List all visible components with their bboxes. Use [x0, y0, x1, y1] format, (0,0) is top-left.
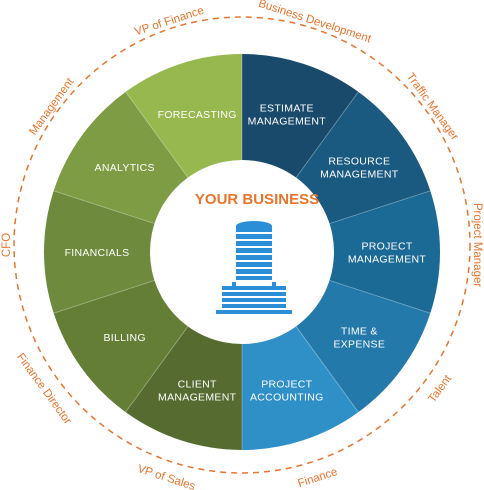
segment-label-line: TIME & — [341, 326, 378, 338]
dividers-layer — [53, 54, 431, 450]
wheel-segment — [43, 190, 242, 314]
segment-label-line: PROJECT — [361, 241, 412, 253]
segment-label: BILLING — [104, 332, 146, 344]
role-label: Traffic Manager — [404, 71, 461, 143]
segment-label: FORECASTING — [158, 109, 237, 121]
segment-label-line: CLIENT — [178, 378, 217, 390]
segment-label-line: MANAGEMENT — [158, 391, 237, 403]
segment-divider — [295, 326, 359, 413]
role-label: CFO — [1, 233, 13, 257]
wheel-segment — [242, 190, 440, 314]
segment-label-line: RESOURCE — [328, 155, 390, 167]
segment-divider — [53, 279, 155, 314]
outer-dashed-ring — [13, 16, 471, 474]
segment-label: TIME &EXPENSE — [333, 326, 385, 351]
segment-label-line: PROJECT — [261, 378, 312, 390]
role-label: Business Development — [257, 0, 373, 46]
segment-divider — [295, 91, 359, 178]
segment-label-line: MANAGEMENT — [320, 168, 399, 180]
role-label: Project Manager — [471, 203, 483, 288]
segment-label-line: MANAGEMENT — [348, 254, 427, 266]
role-label: Finance — [296, 466, 339, 490]
segment-label: ANALYTICS — [95, 162, 155, 174]
segment-label-line: BILLING — [104, 332, 146, 344]
segment-divider — [125, 326, 189, 413]
segment-label-line: ANALYTICS — [95, 162, 155, 174]
segment-label-line: ESTIMATE — [260, 103, 314, 115]
segment-divider — [125, 91, 189, 178]
segment-label: FINANCIALS — [65, 247, 130, 259]
segment-divider — [329, 190, 431, 225]
role-label: Management — [27, 76, 77, 138]
role-label: Talent — [426, 372, 454, 405]
center-title: YOUR BUSINESS — [195, 191, 319, 208]
segment-divider — [53, 190, 155, 225]
office-building-icon — [216, 221, 292, 314]
segment-label-line: EXPENSE — [333, 339, 385, 351]
segment-label-line: ACCOUNTING — [250, 391, 324, 403]
segment-label-line: MANAGEMENT — [248, 116, 327, 128]
segment-label-line: FORECASTING — [158, 109, 237, 121]
role-label: Finance Director — [14, 351, 73, 426]
segment-label-line: FINANCIALS — [65, 247, 130, 259]
segment-divider — [329, 279, 431, 314]
